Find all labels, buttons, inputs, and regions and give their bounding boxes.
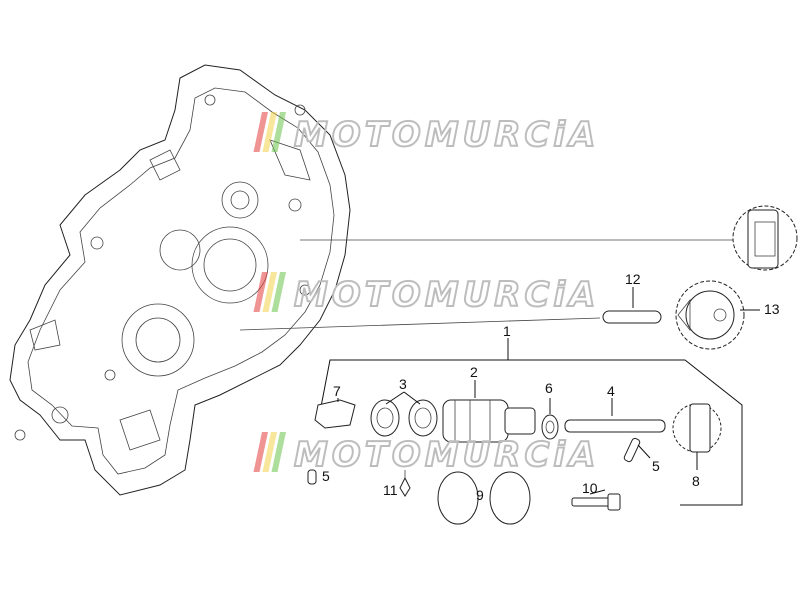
callout-13: 13	[764, 301, 780, 317]
gear-large-upper	[732, 205, 798, 271]
pin-5-right	[623, 437, 651, 463]
callout-6: 6	[545, 380, 553, 396]
selector-drum	[442, 380, 536, 443]
callout-8: 8	[692, 473, 700, 489]
o-rings-9	[437, 471, 531, 525]
callout-1: 1	[503, 323, 511, 339]
crankcase-half	[9, 64, 351, 496]
shaft-4	[564, 398, 666, 433]
bearings	[370, 391, 438, 437]
assembly-bracket	[319, 338, 743, 506]
watermark-text-upper: MOTOMURCiA	[294, 115, 599, 155]
pin-12	[602, 287, 662, 324]
watermark-lower: MOTOMURCiA	[253, 432, 599, 476]
callout-5-right: 5	[652, 458, 660, 474]
callout-5-left: 5	[322, 468, 330, 484]
watermark-text-middle: MOTOMURCiA	[294, 275, 599, 315]
axis-line-middle	[239, 317, 601, 331]
gear-13	[675, 280, 745, 350]
gear-8	[672, 403, 722, 470]
callout-12: 12	[625, 271, 641, 287]
watermark-text-lower: MOTOMURCiA	[294, 435, 599, 475]
callout-3: 3	[399, 376, 407, 392]
callout-7: 7	[333, 383, 341, 399]
watermark-upper: MOTOMURCiA	[253, 112, 599, 156]
watermark-middle: MOTOMURCiA	[253, 272, 599, 316]
clip-11	[399, 470, 411, 497]
callout-2: 2	[470, 364, 478, 380]
bolt-10	[571, 489, 621, 511]
pin-5-left	[307, 469, 317, 485]
callout-11: 11	[383, 482, 398, 498]
callout-4: 4	[607, 383, 615, 399]
callout-9: 9	[476, 487, 484, 503]
washer-6	[541, 398, 559, 440]
part-7-star-lever	[314, 398, 356, 429]
callout-10: 10	[582, 480, 598, 496]
